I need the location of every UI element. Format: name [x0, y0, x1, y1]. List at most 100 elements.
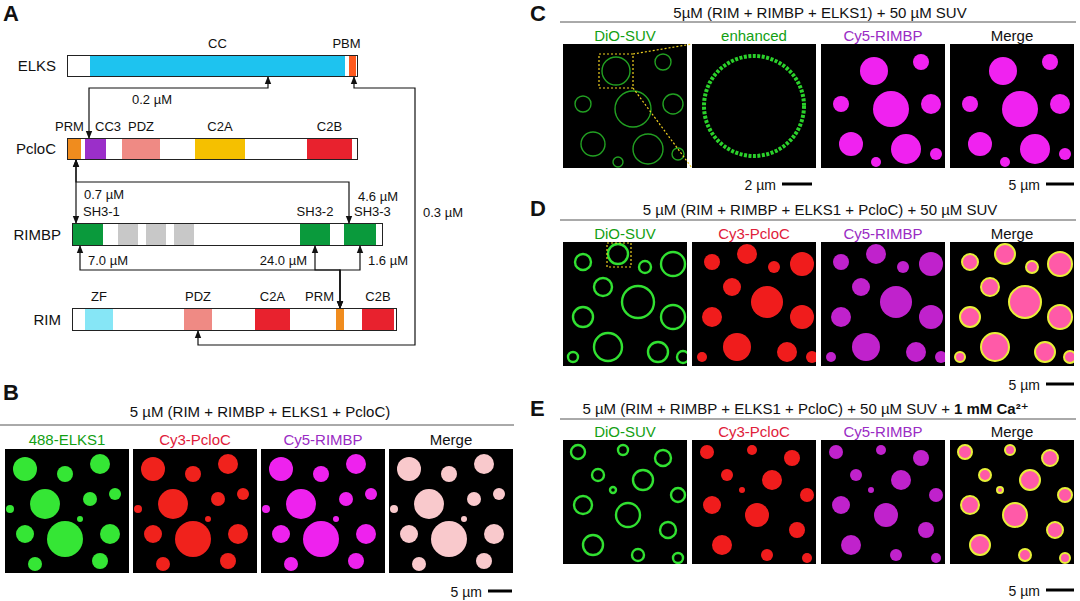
droplet — [1019, 549, 1031, 561]
scale-bar — [1046, 383, 1074, 386]
droplet — [962, 96, 978, 112]
droplet — [1035, 342, 1055, 362]
micrograph — [692, 44, 816, 168]
protein-domain: CC — [90, 56, 345, 76]
droplet — [109, 488, 121, 500]
panel-label: Merge — [991, 423, 1034, 440]
droplet — [1042, 450, 1058, 466]
title-rules — [0, 22, 1076, 425]
droplet — [592, 469, 604, 481]
droplet — [262, 505, 270, 513]
panel-label: DiO-SUV — [594, 423, 656, 440]
droplet — [16, 525, 34, 543]
droplet — [997, 487, 1003, 493]
droplet — [979, 469, 991, 481]
droplet — [144, 525, 162, 543]
droplet — [880, 286, 912, 318]
droplet — [622, 286, 654, 318]
protein-domain: SH3-2 — [300, 224, 330, 245]
panel-label: Cy3-PcloC — [718, 225, 790, 242]
droplet — [790, 252, 814, 276]
droplet — [913, 54, 929, 70]
domain-label: PDZ — [128, 120, 154, 135]
droplet — [661, 252, 685, 276]
scale-label: 5 µm — [451, 584, 482, 600]
droplet — [228, 524, 248, 544]
protein-bar: ELKSCCPBM — [67, 55, 358, 77]
image-ground — [133, 449, 257, 573]
droplet — [655, 54, 671, 70]
grey-domain — [174, 224, 194, 245]
protein-domain: SH3-1 — [73, 224, 103, 245]
scale-bar — [488, 590, 512, 593]
droplet — [723, 278, 741, 296]
panel-label: Cy5-RIMBP — [843, 423, 922, 440]
droplet — [412, 557, 426, 571]
droplet — [575, 96, 591, 112]
droplet — [365, 488, 377, 500]
droplet — [712, 535, 732, 555]
binding-arrow — [89, 76, 268, 139]
droplet — [663, 94, 683, 114]
droplet — [574, 496, 592, 514]
micrograph — [133, 449, 257, 573]
panel-label: Merge — [991, 225, 1034, 242]
droplet — [205, 516, 211, 522]
droplet — [868, 487, 874, 493]
protein-name: RIMBP — [13, 226, 61, 243]
droplet — [697, 352, 707, 362]
affinity-label: 0.2 µM — [130, 93, 174, 108]
image-ground — [389, 449, 513, 573]
droplet — [1064, 351, 1074, 363]
droplet — [700, 445, 714, 459]
affinity-label: 7.0 µM — [86, 254, 130, 269]
droplet — [571, 445, 585, 459]
droplet — [655, 450, 671, 466]
image-ground — [950, 44, 1074, 168]
droplet — [1048, 252, 1072, 276]
droplet — [960, 307, 980, 327]
droplet — [602, 57, 630, 85]
droplet — [789, 522, 805, 538]
micrograph — [821, 242, 947, 366]
droplet — [57, 466, 73, 482]
scale-bars — [488, 184, 1074, 591]
droplet — [874, 503, 898, 527]
droplet — [961, 496, 979, 514]
protein-name: ELKS — [18, 57, 56, 74]
protein-domain: PRM — [336, 309, 344, 330]
droplet — [930, 148, 942, 160]
droplet — [484, 524, 504, 544]
droplet — [989, 57, 1017, 85]
protein-domain: C2A — [195, 139, 245, 159]
droplet — [860, 57, 888, 85]
micrograph — [563, 242, 689, 366]
droplet — [790, 305, 814, 329]
scale-label: 5 µm — [1009, 583, 1040, 599]
droplet — [800, 488, 814, 502]
droplet — [871, 157, 881, 167]
droplet — [890, 549, 902, 561]
droplet — [723, 333, 751, 361]
image-ground — [692, 44, 816, 168]
droplet — [618, 445, 628, 455]
scale-label: 5 µm — [1009, 177, 1040, 193]
affinity-label: 1.6 µM — [366, 254, 410, 269]
protein-name: PcloC — [16, 140, 56, 157]
droplet — [1058, 488, 1072, 502]
panel-label: DiO-SUV — [594, 225, 656, 242]
domain-label: PRM — [305, 290, 334, 305]
domain-label: C2B — [365, 290, 390, 305]
protein-domain: C2B — [362, 309, 394, 330]
droplet — [891, 470, 911, 490]
domain-label: C2B — [317, 120, 342, 135]
panel-label: 488-ELKS1 — [29, 431, 106, 448]
droplet — [968, 132, 992, 156]
panel-letter: D — [530, 196, 546, 221]
protein-bar: RIMZFPDZC2APRMC2B — [72, 308, 397, 331]
panel-label: Merge — [430, 431, 473, 448]
micrograph — [950, 44, 1074, 168]
panel-label: 5µM (RIM + RIMBP + ELKS1) + 50 µM SUV — [673, 4, 966, 21]
image-ground — [261, 449, 385, 573]
